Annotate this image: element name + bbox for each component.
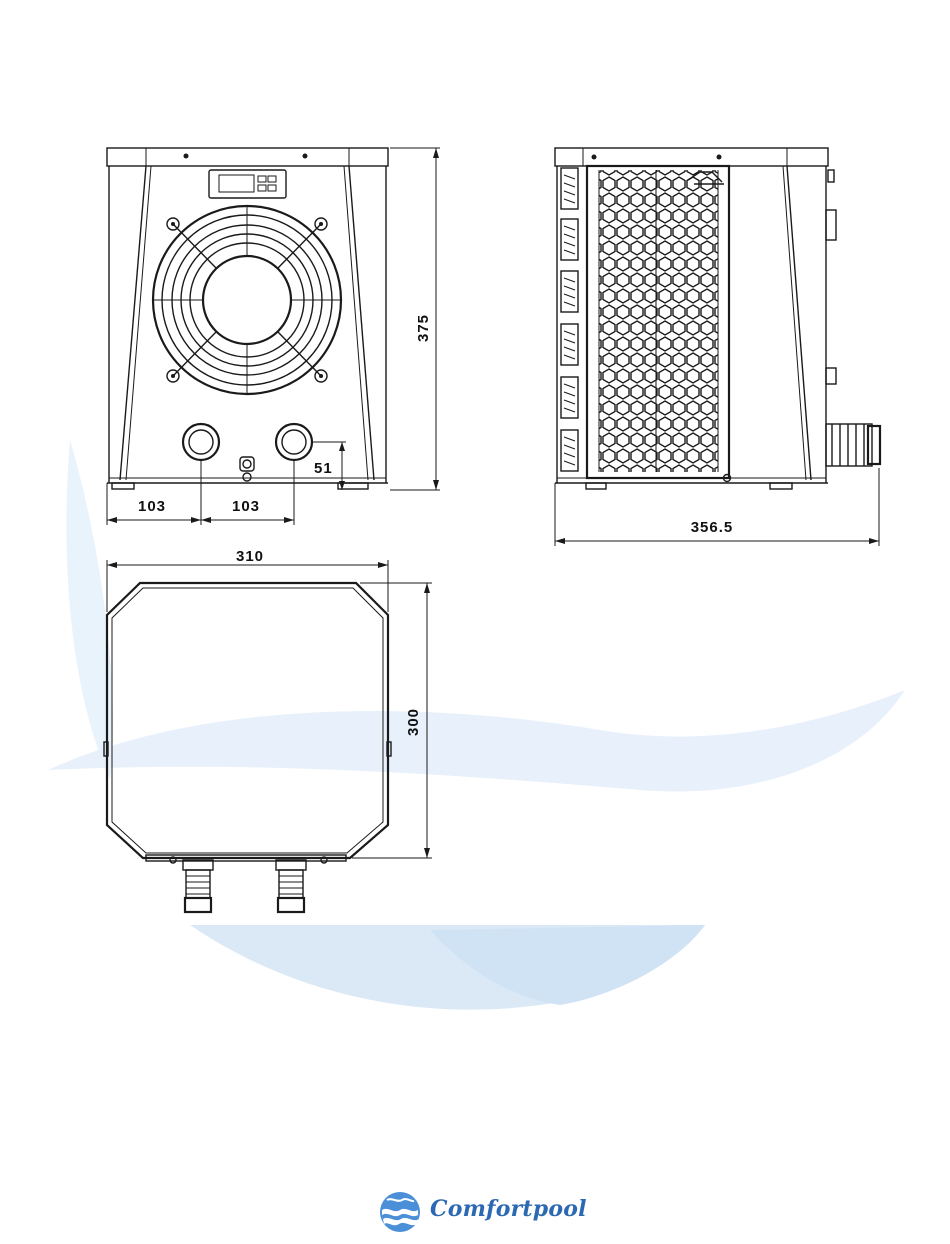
fan-guard — [153, 206, 341, 394]
hex-grille — [587, 166, 731, 482]
dim-center-offset-103: 103 — [232, 498, 260, 515]
dim-left-offset-103: 103 — [138, 498, 166, 515]
dim-height-375: 375 — [415, 314, 432, 342]
side-view: 356.5 — [555, 148, 880, 546]
dim-depth-300: 300 — [405, 708, 422, 736]
side-louvers — [561, 168, 578, 471]
brand-name: Comfortpool — [430, 1196, 587, 1222]
watermark-swoosh — [48, 440, 905, 1010]
dim-depth-356-5: 356.5 — [691, 519, 734, 536]
dim-pipe-height-51: 51 — [314, 460, 333, 477]
dim-width-310: 310 — [236, 548, 264, 565]
front-view: 375 51 103 103 — [107, 148, 440, 525]
